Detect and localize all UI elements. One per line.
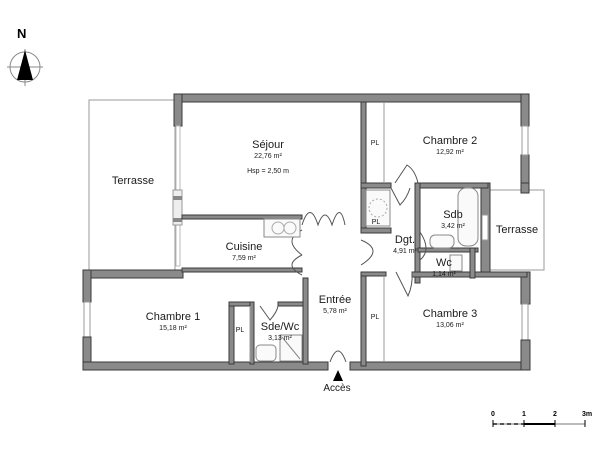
- closet-label: PL: [370, 314, 380, 321]
- scale-tick-3m: 3m: [581, 411, 593, 418]
- room-terrasse-west: Terrasse: [111, 175, 155, 187]
- room-sde-wc: Sde/Wc 3,13 m²: [260, 321, 300, 342]
- room-terrasse-east: Terrasse: [495, 224, 539, 236]
- room-dgt: Dgt. 4,91 m²: [393, 234, 417, 255]
- exterior-walls: [82, 93, 531, 371]
- closet-label: PL: [371, 219, 381, 226]
- north-arrow-icon: [7, 49, 43, 86]
- room-sdb: Sdb 3,42 m²: [441, 209, 465, 230]
- room-name: Séjour: [252, 139, 284, 151]
- scale-tick-1: 1: [522, 411, 526, 418]
- entry-arrow-icon: [333, 370, 343, 381]
- scale-tick-0: 0: [491, 411, 495, 418]
- room-entree: Entrée 5,78 m²: [318, 294, 352, 315]
- room-chambre-1: Chambre 1 15,18 m²: [145, 311, 201, 332]
- interior-walls: [181, 101, 528, 367]
- room-sejour: Séjour 22,76 m² Hsp = 2,50 m: [247, 135, 289, 175]
- north-label: N: [17, 26, 27, 41]
- access-label: Accès: [323, 383, 351, 394]
- doors: [259, 164, 427, 363]
- ceiling-height: Hsp = 2,50 m: [247, 168, 289, 175]
- closet-label: PL: [235, 327, 245, 334]
- room-wc: Wc 1,14 m²: [432, 257, 456, 278]
- room-chambre-3: Chambre 3 13,06 m²: [422, 308, 478, 329]
- room-area: 22,76 m²: [254, 153, 282, 160]
- fixtures: [255, 187, 479, 362]
- room-chambre-2: Chambre 2 12,92 m²: [422, 135, 478, 156]
- room-cuisine: Cuisine 7,59 m²: [225, 241, 263, 262]
- scale-bar: [492, 420, 586, 427]
- closet-label: PL: [370, 140, 380, 147]
- scale-tick-2: 2: [553, 411, 557, 418]
